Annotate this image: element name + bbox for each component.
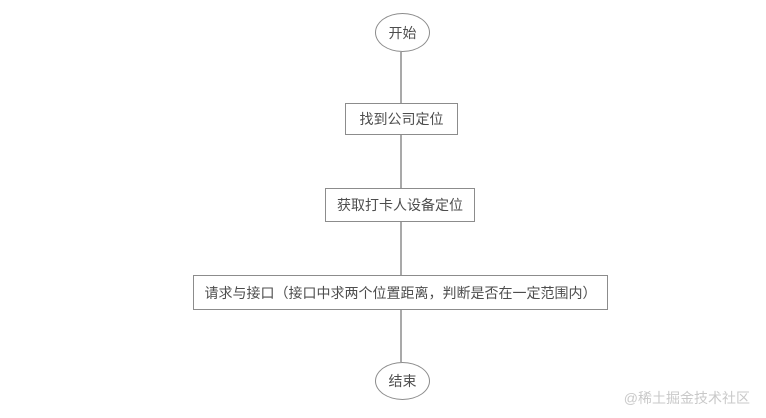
connector-step1-to-step2 bbox=[400, 135, 402, 188]
flowchart-node-step1: 找到公司定位 bbox=[345, 103, 458, 135]
start-label: 开始 bbox=[388, 24, 417, 41]
flowchart-node-end: 结束 bbox=[375, 362, 430, 400]
end-label: 结束 bbox=[388, 373, 417, 389]
step3-label: 请求与接口（接口中求两个位置距离，判断是否在一定范围内） bbox=[204, 284, 597, 301]
connector-start-to-step1 bbox=[400, 52, 402, 103]
connector-step3-to-end bbox=[400, 310, 402, 362]
step1-label: 找到公司定位 bbox=[359, 111, 444, 127]
watermark-text: @稀土掘金技术社区 bbox=[623, 390, 750, 406]
flowchart-node-start: 开始 bbox=[375, 13, 430, 52]
connector-step2-to-step3 bbox=[400, 222, 402, 275]
flowchart-node-step2: 获取打卡人设备定位 bbox=[325, 188, 475, 222]
step2-label: 获取打卡人设备定位 bbox=[337, 197, 463, 213]
flowchart-node-step3: 请求与接口（接口中求两个位置距离，判断是否在一定范围内） bbox=[193, 275, 608, 310]
